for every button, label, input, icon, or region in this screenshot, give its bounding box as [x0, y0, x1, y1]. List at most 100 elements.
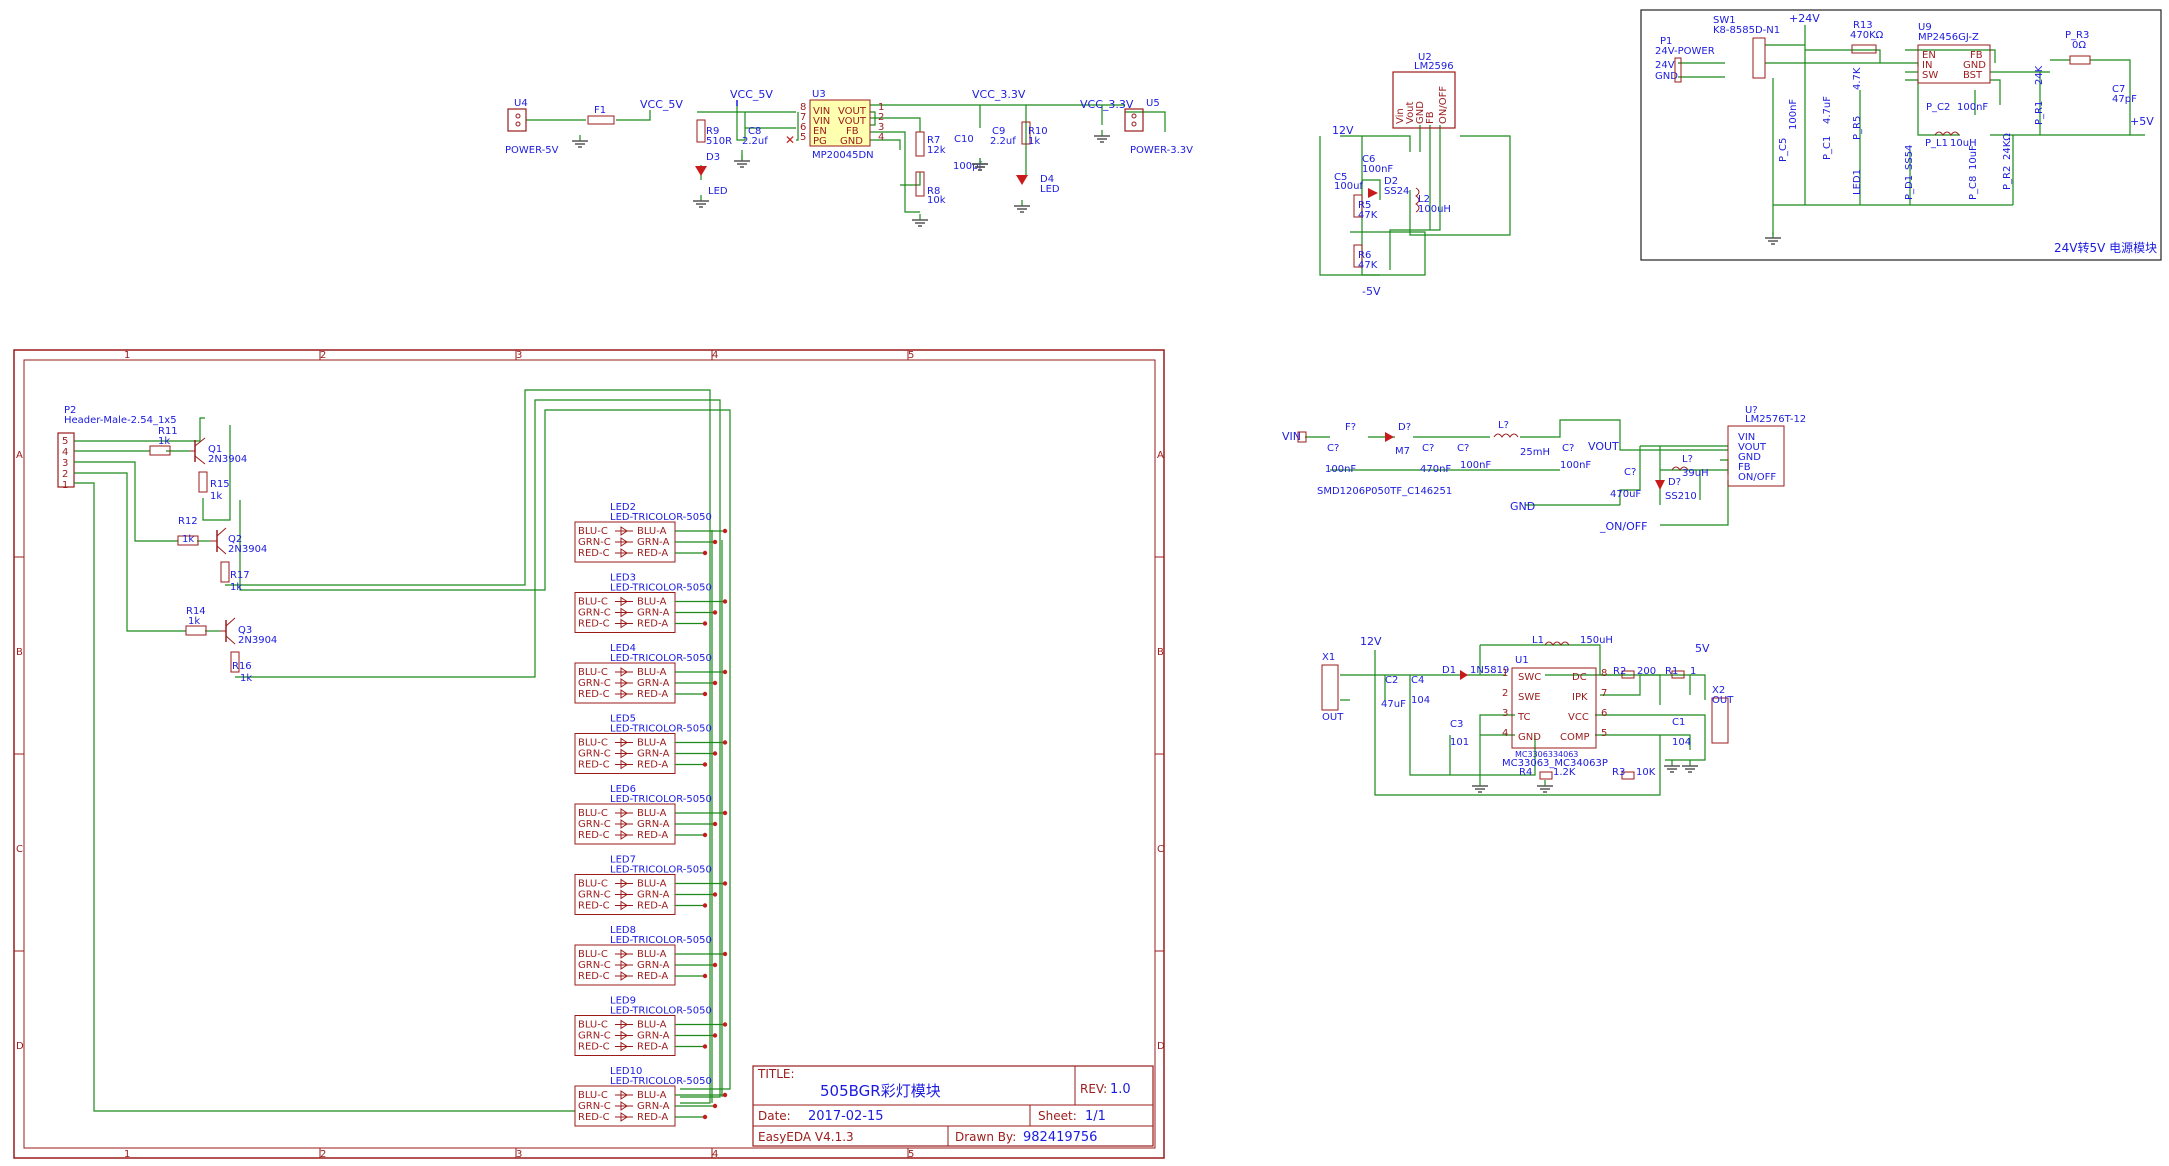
u2-pin-gnd: GND	[1415, 101, 1426, 124]
led-diode-icon	[614, 678, 634, 688]
l2-value: 100uH	[1418, 204, 1451, 215]
l2-ref: L?	[1682, 454, 1693, 465]
led-diode-icon	[614, 1101, 634, 1111]
r14-ref: R14	[186, 606, 206, 617]
led-value: LED-TRICOLOR-5050	[610, 794, 712, 805]
r7-ref: R7	[927, 135, 940, 146]
r10-value: 1k	[1028, 136, 1040, 147]
r4-ref: R4	[1519, 767, 1532, 778]
u9-pin-in: IN	[1922, 60, 1932, 71]
u3-ref: U3	[812, 89, 826, 100]
led-diode-icon	[614, 949, 634, 959]
led-diode-icon	[614, 901, 634, 910]
r7-value: 12k	[927, 145, 946, 156]
u9-ref: U9	[1918, 22, 1932, 33]
c4-value: 100nF	[1560, 460, 1591, 471]
pr3-value: 0Ω	[2072, 40, 2086, 51]
led-pin-right: BLU-A	[637, 808, 667, 819]
col-label-5: 5	[908, 350, 914, 361]
col-label-3: 3	[516, 350, 522, 361]
junction-dot	[712, 680, 718, 686]
title-value: 505BGR彩灯模块	[820, 1082, 941, 1100]
r1-value: 1	[1690, 666, 1696, 677]
led-ref: LED6	[610, 784, 636, 795]
junction-dot	[702, 550, 708, 556]
u9-pin-gnd: GND	[1963, 60, 1986, 71]
led-pin-left: BLU-C	[578, 1090, 608, 1101]
f-ref: F?	[1345, 422, 1356, 433]
d3-ref: D3	[706, 152, 720, 163]
led1-label: LED1	[1852, 169, 1863, 195]
vcc33-net: VCC_3.3V	[972, 88, 1026, 101]
u9-pin-bst: BST	[1963, 70, 1983, 81]
u9-pin-fb: FB	[1970, 50, 1983, 61]
u1-value: MC33063_MC34063P	[1502, 758, 1608, 769]
drawn-by-value: 982419756	[1023, 1130, 1097, 1145]
r17-value: 1k	[230, 582, 242, 593]
led-ref: LED3	[610, 573, 636, 584]
u-value: LM2576T-12	[1745, 414, 1806, 425]
u4-ref: U4	[514, 98, 528, 109]
p2-pin-4: 4	[62, 447, 68, 458]
r13-ref: R13	[1853, 20, 1873, 31]
led-pin-left: RED-C	[578, 971, 610, 982]
u1-pin-ipk: IPK	[1572, 692, 1588, 703]
c2-ref: C2	[1385, 675, 1398, 686]
c9-ref: C9	[992, 126, 1005, 137]
led-pin-right: BLU-A	[637, 597, 667, 608]
c5-value: 100uf	[1334, 181, 1363, 192]
row-label-b-right: B	[1157, 647, 1164, 658]
pd1-label: P_D1	[1904, 175, 1915, 200]
r9-value: 510R	[706, 136, 732, 147]
u2-pin-fb: FB	[1425, 111, 1436, 124]
u3-pin-vout2: VOUT	[838, 116, 867, 127]
junction-dot	[712, 751, 718, 756]
u3-pin-pg: PG	[813, 136, 827, 147]
lm2576-section: VIN F? SMD1206P050TF_C146251 C? 100nF D?…	[1282, 405, 1806, 533]
led-pin-left: GRN-C	[578, 819, 611, 830]
c6-value: 100nF	[1362, 164, 1393, 175]
u3-pin-vin2: VIN	[813, 116, 830, 127]
transistor-q2: R12 1k Q2 2N3904 R17 1k	[177, 516, 267, 593]
u1-pin-dc: DC	[1572, 672, 1587, 683]
d2-ref: D?	[1668, 477, 1681, 488]
rev-label: REV:	[1080, 1082, 1107, 1096]
u3-pin-en: EN	[813, 126, 827, 137]
r12-value: 1k	[182, 534, 194, 545]
led-diode-icon	[614, 1112, 634, 1122]
led-pin-right: BLU-A	[637, 949, 667, 960]
u2-pin-vout: Vout	[1405, 101, 1416, 124]
sw1-ref: SW1	[1713, 15, 1736, 26]
led-pin-left: RED-C	[578, 619, 610, 630]
u1-num-6: 6	[1601, 708, 1607, 719]
mc34063-section: 12V 5V X1 OUT X2 OUT C2 47uF C4 104 C3 1…	[1321, 635, 1734, 796]
junction-dot	[712, 1033, 718, 1038]
d2-value: SS24	[1384, 186, 1409, 197]
u-pin-gnd: GND	[1738, 452, 1761, 463]
q2-value: 2N3904	[228, 544, 267, 555]
d4-ref: D4	[1040, 174, 1054, 185]
junction-dot	[722, 599, 728, 604]
d2-value: SS210	[1665, 491, 1697, 502]
u1-pin-comp: COMP	[1560, 732, 1590, 743]
u3-pin-fb: FB	[846, 126, 859, 137]
r15-value: 1k	[210, 491, 222, 502]
led-ref: LED5	[610, 714, 636, 725]
junction-dot	[722, 951, 728, 957]
row-label-c-right: C	[1157, 844, 1164, 855]
c4-value: 104	[1411, 695, 1430, 706]
q3-value: 2N3904	[238, 635, 277, 646]
u1-pin-tc: TC	[1517, 712, 1531, 723]
led-pin-right: RED-A	[637, 619, 668, 630]
c2-ref: C?	[1422, 443, 1434, 454]
r5-value: 47K	[1358, 210, 1378, 221]
led-pin-right: BLU-A	[637, 667, 667, 678]
u1-num-7: 7	[1601, 688, 1607, 699]
r3-ref: R3	[1612, 767, 1625, 778]
title-block: TITLE: 505BGR彩灯模块 REV: 1.0 Date: 2017-02…	[752, 1065, 1154, 1147]
col-label-4: 4	[712, 350, 718, 361]
col-label-2: 2	[320, 350, 326, 361]
r8-ref: R8	[927, 186, 940, 197]
led-pin-left: BLU-C	[578, 526, 608, 537]
